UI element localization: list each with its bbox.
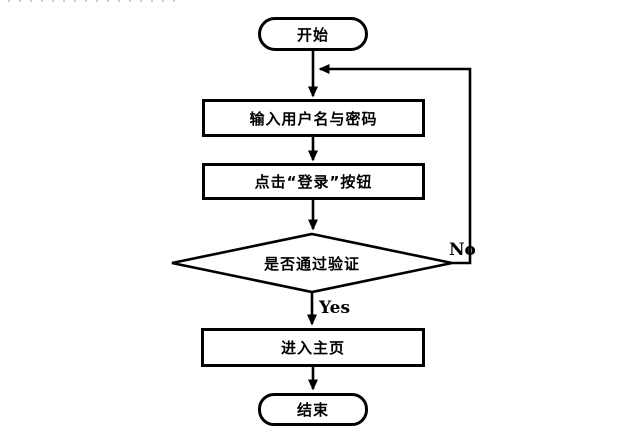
clipped-text-fragment [8, 0, 178, 2]
start-node: 开始 [258, 17, 368, 51]
input-credentials-label: 输入用户名与密码 [249, 109, 378, 128]
enter-homepage-label: 进入主页 [280, 339, 345, 357]
yes-edge-label: Yes [319, 298, 351, 318]
click-login-node: 点击“登录”按钮 [202, 163, 425, 200]
input-credentials-node: 输入用户名与密码 [202, 99, 425, 137]
connector-decision-no-loop [318, 64, 472, 265]
start-node-label: 开始 [296, 25, 329, 44]
enter-homepage-node: 进入主页 [201, 328, 425, 367]
no-edge-label: No [449, 240, 476, 260]
end-node-label: 结束 [296, 401, 329, 419]
decision-diamond [171, 232, 453, 294]
end-node: 结束 [258, 393, 368, 426]
click-login-label: 点击“登录”按钮 [254, 173, 373, 191]
